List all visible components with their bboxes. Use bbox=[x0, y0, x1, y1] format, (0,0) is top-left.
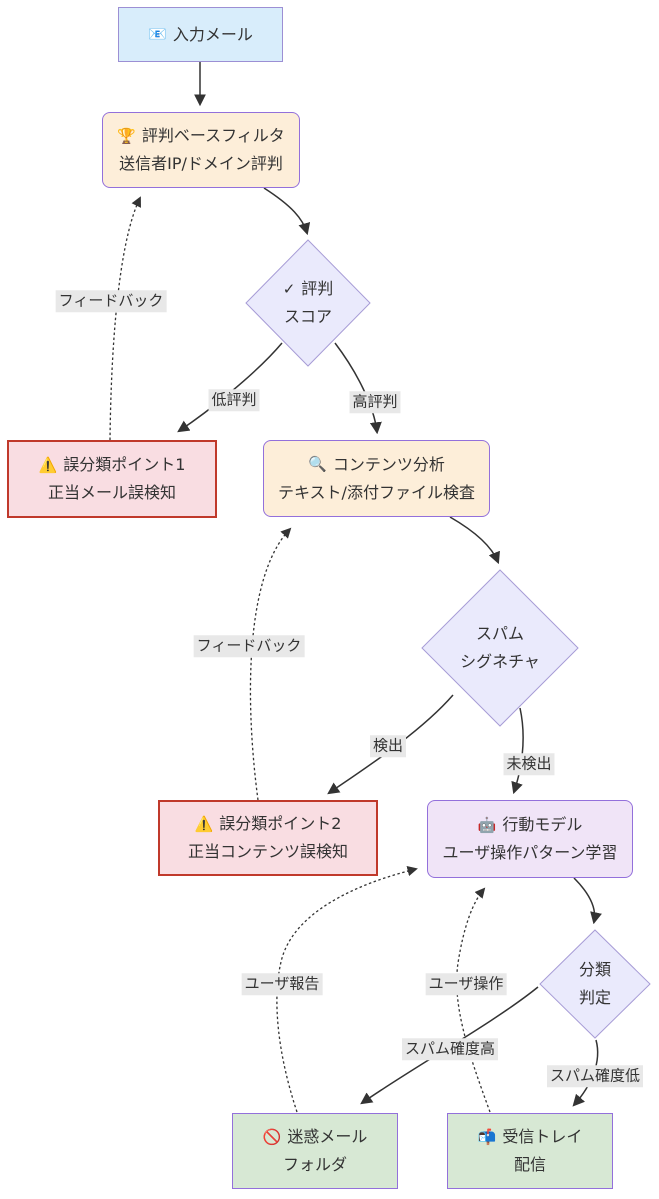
node-spam-signature-title: スパム bbox=[475, 624, 524, 643]
node-input-mail-label: 入力メール bbox=[172, 24, 253, 44]
node-behavior-model-subtitle: ユーザ操作パターン学習 bbox=[442, 843, 618, 862]
node-inbox-delivery-title: 受信トレイ bbox=[502, 1127, 583, 1146]
edge-inbox-action-to-behavior bbox=[456, 887, 491, 1113]
edge-misclass2-feedback-to-content bbox=[249, 527, 292, 801]
edge-filter-to-score bbox=[263, 187, 311, 236]
node-misclass-point2-title: 誤分類ポイント2 bbox=[219, 814, 342, 833]
node-classification-title: 分類 bbox=[578, 960, 612, 979]
node-reputation-filter-subtitle: 送信者IP/ドメイン評判 bbox=[119, 154, 283, 173]
diamond-reputation-score bbox=[245, 239, 371, 367]
trophy-icon: 🏆 bbox=[117, 126, 136, 145]
edge-label-detected: 検出 bbox=[369, 735, 407, 757]
node-misclass-point2-subtitle: 正当コンテンツ誤検知 bbox=[187, 842, 348, 861]
warning-icon: ⚠️ bbox=[38, 455, 58, 474]
node-reputation-score: ✓ 評判 スコア bbox=[283, 275, 334, 331]
node-spam-folder: 🚫 迷惑メール フォルダ bbox=[232, 1113, 398, 1189]
email-icon: 📧 bbox=[148, 25, 167, 44]
edge-spamfolder-report-to-behavior bbox=[276, 865, 418, 1113]
edge-signature-to-behavior bbox=[511, 707, 524, 795]
edge-behavior-to-decision bbox=[573, 877, 602, 925]
diamond-classification bbox=[539, 929, 651, 1039]
node-misclass-point1-title: 誤分類ポイント1 bbox=[63, 455, 186, 474]
edge-label-spam-confidence-low: スパム確度低 bbox=[546, 1065, 644, 1087]
edge-score-to-misclass1 bbox=[177, 342, 283, 433]
mailbox-icon: 📬 bbox=[477, 1127, 497, 1146]
node-classification-subtitle: 判定 bbox=[578, 988, 612, 1007]
node-spam-folder-subtitle: フォルダ bbox=[282, 1155, 347, 1174]
edge-label-spam-confidence-high: スパム確度高 bbox=[401, 1038, 499, 1060]
edge-label-feedback1: フィードバック bbox=[55, 290, 167, 312]
node-spam-signature-subtitle: シグネチャ bbox=[460, 652, 540, 671]
edge-content-to-signature bbox=[449, 516, 500, 565]
edge-score-to-content bbox=[334, 342, 382, 435]
node-input-mail: 📧 入力メール bbox=[118, 7, 283, 62]
node-behavior-model: 🤖 行動モデル ユーザ操作パターン学習 bbox=[427, 800, 633, 878]
node-reputation-score-title: 評判 bbox=[301, 279, 334, 298]
edge-label-high-reputation: 高評判 bbox=[349, 391, 401, 413]
edge-label-undetected: 未検出 bbox=[503, 753, 555, 775]
node-spam-signature: スパム シグネチャ bbox=[460, 620, 540, 676]
edge-label-low-reputation: 低評判 bbox=[208, 389, 260, 411]
node-misclass-point1: ⚠️ 誤分類ポイント1 正当メール誤検知 bbox=[7, 440, 217, 518]
edge-misclass1-feedback-to-filter bbox=[109, 196, 141, 441]
check-icon: ✓ bbox=[282, 279, 296, 298]
node-content-analysis-subtitle: テキスト/添付ファイル検査 bbox=[278, 482, 475, 502]
node-spam-folder-title: 迷惑メール bbox=[287, 1127, 368, 1146]
node-content-analysis: 🔍 コンテンツ分析 テキスト/添付ファイル検査 bbox=[263, 440, 490, 517]
node-reputation-score-subtitle: スコア bbox=[283, 307, 332, 326]
node-misclass-point2: ⚠️ 誤分類ポイント2 正当コンテンツ誤検知 bbox=[158, 800, 378, 876]
prohibited-icon: 🚫 bbox=[262, 1127, 282, 1146]
edge-label-user-report: ユーザ報告 bbox=[241, 973, 323, 995]
warning-icon: ⚠️ bbox=[194, 814, 214, 833]
node-inbox-delivery-subtitle: 配信 bbox=[513, 1155, 546, 1174]
robot-icon: 🤖 bbox=[477, 815, 497, 834]
node-behavior-model-title: 行動モデル bbox=[502, 815, 583, 834]
edge-label-feedback2: フィードバック bbox=[193, 635, 305, 657]
node-misclass-point1-subtitle: 正当メール誤検知 bbox=[47, 483, 176, 502]
node-content-analysis-title: コンテンツ分析 bbox=[332, 454, 445, 474]
node-reputation-filter-title: 評判ベースフィルタ bbox=[141, 126, 285, 145]
edge-label-user-action: ユーザ操作 bbox=[425, 973, 507, 995]
node-classification: 分類 判定 bbox=[579, 956, 611, 1012]
diamond-spam-signature bbox=[421, 569, 579, 727]
node-reputation-filter: 🏆 評判ベースフィルタ 送信者IP/ドメイン評判 bbox=[102, 112, 300, 188]
magnifier-icon: 🔍 bbox=[308, 455, 327, 474]
node-inbox-delivery: 📬 受信トレイ 配信 bbox=[447, 1113, 613, 1189]
